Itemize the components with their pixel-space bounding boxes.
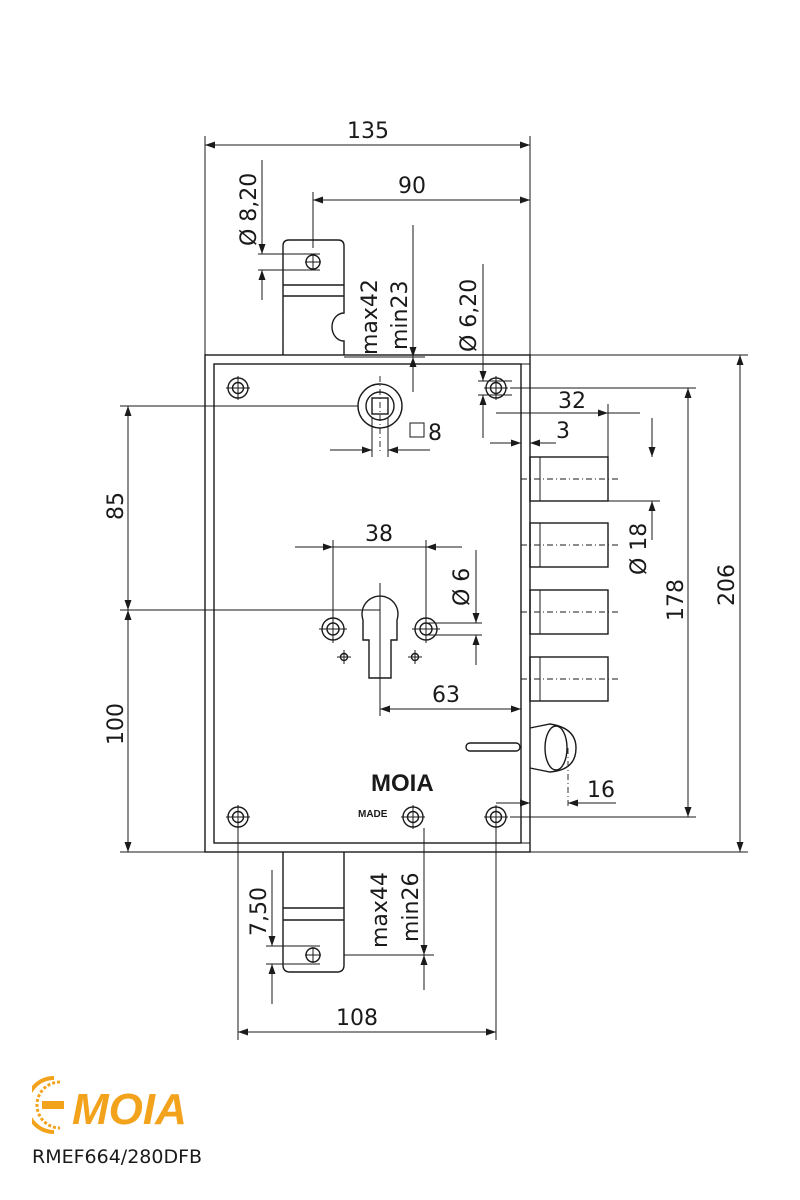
plate-brand-text: MOIA (371, 770, 434, 797)
dimension-overall-height: 206 (530, 354, 748, 853)
mounting-hole-top-right (484, 376, 508, 400)
dimension-cylinder-spacing: 38 (295, 522, 462, 617)
deadbolt-4 (521, 656, 620, 702)
svg-text:108: 108 (336, 1006, 378, 1031)
dimension-bottom-width: 108 (237, 827, 497, 1040)
svg-text:max42: max42 (358, 279, 383, 355)
dimension-square-spindle: 8 (330, 418, 442, 457)
dimension-bottom-range: max44 min26 (344, 828, 434, 990)
svg-text:min26: min26 (399, 873, 424, 942)
cylinder-profile (361, 583, 399, 688)
model-number: RMEF664/280DFB (32, 1146, 203, 1168)
svg-text:7,50: 7,50 (247, 887, 272, 936)
dimension-bolt-gap: 3 (490, 419, 570, 457)
svg-text:min23: min23 (388, 281, 413, 350)
svg-text:38: 38 (365, 522, 393, 547)
logo-wordmark: MOIA (72, 1085, 187, 1134)
svg-text:Ø 18: Ø 18 (627, 523, 652, 575)
dimension-hole-corner: Ø 6,20 (457, 264, 512, 438)
dimension-height-100: 100 (104, 609, 380, 853)
dimension-hole-top-strike: Ø 8,20 (237, 160, 320, 300)
svg-text:3: 3 (556, 419, 570, 444)
svg-text:100: 100 (104, 703, 129, 745)
dimension-overall-width: 135 (204, 119, 531, 355)
moia-logo: MOIA (32, 1076, 187, 1134)
mounting-hole-top-left (226, 376, 250, 400)
svg-text:85: 85 (104, 492, 129, 520)
deadbolt-1 (521, 456, 620, 502)
dimension-top-range: max42 min23 (344, 225, 425, 392)
dimension-latch-offset: 16 (496, 778, 616, 812)
svg-text:Ø 6,20: Ø 6,20 (457, 279, 482, 352)
deadbolt-3 (521, 589, 620, 635)
svg-text:32: 32 (558, 389, 586, 414)
dimension-height-85: 85 (104, 405, 358, 610)
mounting-hole-bottom-center (401, 805, 425, 829)
svg-text:16: 16 (587, 778, 615, 803)
spindle-hub (357, 376, 403, 452)
svg-text:178: 178 (664, 579, 689, 621)
svg-text:135: 135 (347, 119, 389, 144)
latch-bolt (465, 723, 577, 808)
svg-text:max44: max44 (368, 872, 393, 948)
svg-text:8: 8 (428, 421, 442, 446)
svg-text:63: 63 (432, 683, 460, 708)
small-hole-left (337, 650, 351, 664)
lock-body-outer (204, 354, 531, 853)
dimension-bolt-span: 178 (510, 387, 696, 818)
square-symbol (409, 422, 425, 438)
svg-text:Ø 6: Ø 6 (450, 568, 475, 606)
small-hole-right (408, 650, 422, 664)
plate-made-text: MADE (358, 809, 388, 820)
dimension-bolt-offset: 32 (496, 389, 640, 457)
cylinder-hole-left (319, 615, 347, 643)
logo-emblem-icon (32, 1076, 64, 1134)
top-strike-plate (282, 239, 345, 355)
dimension-cylinder-hole: Ø 6 (426, 550, 482, 665)
dimension-bolt-diameter: Ø 18 (608, 418, 660, 575)
dimension-backset: 63 (379, 683, 522, 716)
cylinder-hole-right (412, 615, 440, 643)
deadbolt-2 (521, 522, 620, 568)
dimension-bottom-strike-offset: 7,50 (247, 870, 320, 1004)
svg-text:Ø 8,20: Ø 8,20 (237, 173, 262, 246)
dimension-width-90: 90 (312, 174, 530, 248)
bottom-strike-plate (282, 852, 345, 973)
lock-body-inner (213, 363, 522, 844)
mounting-hole-bottom-left (226, 805, 250, 829)
mounting-hole-bottom-right (484, 805, 508, 829)
svg-text:206: 206 (715, 564, 740, 606)
svg-text:90: 90 (398, 174, 426, 199)
